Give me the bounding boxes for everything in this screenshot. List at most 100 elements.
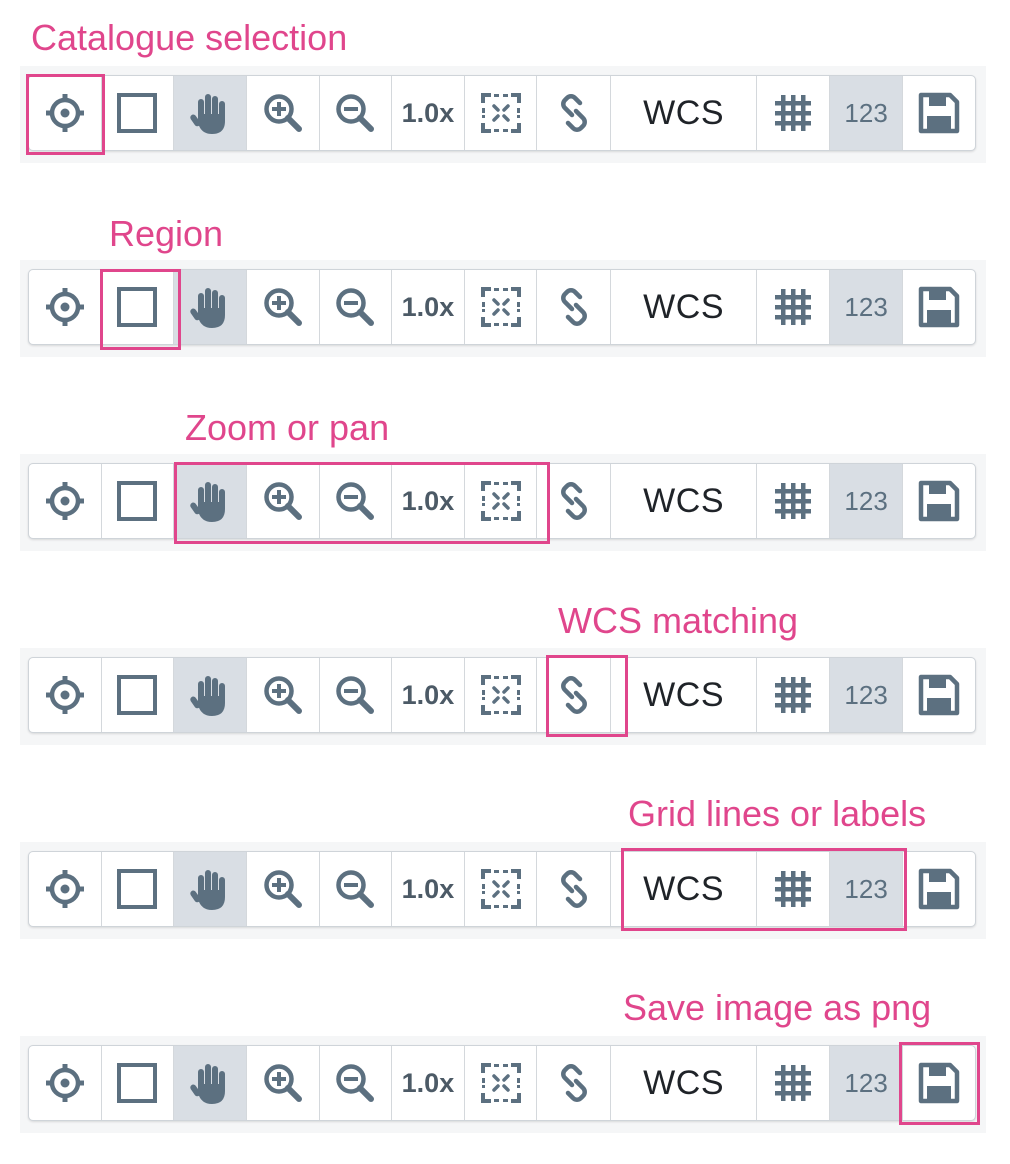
catalogue-button[interactable] — [29, 852, 102, 926]
zoom-fit-button[interactable] — [465, 76, 538, 150]
zoom-reset-button[interactable]: 1.0x — [392, 1046, 465, 1120]
coordinate-system-button[interactable]: WCS — [611, 270, 758, 344]
floppy-disk-icon — [918, 480, 960, 522]
grid-labels-button[interactable]: 123 — [829, 1046, 904, 1120]
catalogue-button[interactable] — [29, 270, 102, 344]
coordinate-system-button[interactable]: WCS — [611, 76, 758, 150]
zoom-out-button[interactable] — [320, 658, 393, 732]
zoom-reset-button[interactable]: 1.0x — [392, 464, 465, 538]
image-toolbar: 1.0x WCS 123 — [28, 851, 976, 927]
catalogue-button[interactable] — [29, 76, 102, 150]
fit-frame-icon — [480, 481, 521, 521]
caption: Save image as png — [623, 987, 932, 1028]
zoom-in-button[interactable] — [247, 1046, 320, 1120]
export-button[interactable] — [903, 464, 975, 538]
section-zoom-or-pan: Zoom or pan 1.0x WCS — [0, 388, 1010, 582]
grid-lines-button[interactable] — [757, 1046, 830, 1120]
coordinate-system-button[interactable]: WCS — [611, 658, 758, 732]
zoom-out-button[interactable] — [320, 852, 393, 926]
catalogue-button[interactable] — [29, 1046, 102, 1120]
pan-button[interactable] — [174, 270, 247, 344]
zoom-fit-button[interactable] — [465, 1046, 538, 1120]
square-icon — [117, 869, 158, 909]
coordinate-system-button[interactable]: WCS — [611, 464, 758, 538]
pan-button[interactable] — [174, 464, 247, 538]
grid-labels-button[interactable]: 123 — [829, 852, 904, 926]
zoom-in-button[interactable] — [247, 270, 320, 344]
region-button[interactable] — [102, 464, 175, 538]
catalogue-button[interactable] — [29, 658, 102, 732]
grid-lines-button[interactable] — [757, 852, 830, 926]
hand-icon — [190, 288, 226, 328]
wcs-match-button[interactable] — [537, 658, 611, 732]
region-button[interactable] — [102, 852, 175, 926]
grid-labels-button[interactable]: 123 — [829, 464, 904, 538]
section-grid-lines-or-labels: Grid lines or labels 1.0x WCS — [0, 776, 1010, 970]
zoom-reset-button[interactable]: 1.0x — [392, 658, 465, 732]
grid-labels-label: 123 — [844, 679, 888, 710]
zoom-reset-button[interactable]: 1.0x — [392, 270, 465, 344]
caption: Region — [109, 213, 224, 254]
zoom-fit-button[interactable] — [465, 464, 538, 538]
region-button[interactable] — [102, 1046, 175, 1120]
link-icon — [560, 870, 587, 908]
grid-labels-button[interactable]: 123 — [829, 658, 904, 732]
grid-lines-button[interactable] — [757, 270, 830, 344]
zoom-out-button[interactable] — [320, 1046, 393, 1120]
zoom-reset-label: 1.0x — [401, 1067, 455, 1098]
square-icon — [117, 93, 158, 133]
square-icon — [117, 481, 158, 521]
pan-button[interactable] — [174, 1046, 247, 1120]
grid-icon — [775, 289, 811, 325]
zoom-out-button[interactable] — [320, 270, 393, 344]
zoom-fit-button[interactable] — [465, 852, 538, 926]
export-button[interactable] — [903, 1046, 975, 1120]
region-button[interactable] — [102, 658, 175, 732]
zoom-in-button[interactable] — [247, 658, 320, 732]
grid-lines-button[interactable] — [757, 464, 830, 538]
export-button[interactable] — [903, 270, 975, 344]
zoom-fit-button[interactable] — [465, 270, 538, 344]
zoom-out-icon — [336, 1064, 375, 1102]
zoom-in-button[interactable] — [247, 464, 320, 538]
grid-labels-button[interactable]: 123 — [829, 270, 904, 344]
zoom-in-icon — [263, 1064, 302, 1102]
crosshair-icon — [45, 870, 84, 908]
pan-button[interactable] — [174, 852, 247, 926]
grid-lines-button[interactable] — [757, 658, 830, 732]
region-button[interactable] — [102, 270, 175, 344]
grid-labels-label: 123 — [844, 1067, 888, 1098]
zoom-reset-label: 1.0x — [401, 485, 455, 516]
zoom-reset-button[interactable]: 1.0x — [392, 852, 465, 926]
pan-button[interactable] — [174, 76, 247, 150]
zoom-reset-button[interactable]: 1.0x — [392, 76, 465, 150]
fit-frame-icon — [480, 1063, 521, 1103]
wcs-match-button[interactable] — [537, 76, 611, 150]
catalogue-button[interactable] — [29, 464, 102, 538]
grid-lines-button[interactable] — [757, 76, 830, 150]
export-button[interactable] — [903, 76, 975, 150]
image-toolbar: 1.0x WCS 123 — [28, 269, 976, 345]
zoom-out-button[interactable] — [320, 76, 393, 150]
image-toolbar: 1.0x WCS 123 — [28, 1045, 976, 1121]
pan-button[interactable] — [174, 658, 247, 732]
export-button[interactable] — [903, 852, 975, 926]
zoom-in-icon — [263, 676, 302, 714]
zoom-in-button[interactable] — [247, 76, 320, 150]
grid-labels-button[interactable]: 123 — [829, 76, 904, 150]
grid-icon — [775, 95, 811, 131]
zoom-out-button[interactable] — [320, 464, 393, 538]
region-button[interactable] — [102, 76, 175, 150]
coordinate-system-button[interactable]: WCS — [611, 852, 758, 926]
coordinate-system-button[interactable]: WCS — [611, 1046, 758, 1120]
wcs-match-button[interactable] — [537, 464, 611, 538]
zoom-fit-button[interactable] — [465, 658, 538, 732]
link-icon — [560, 482, 587, 520]
grid-icon — [775, 1065, 811, 1101]
hand-icon — [190, 94, 226, 134]
wcs-match-button[interactable] — [537, 270, 611, 344]
wcs-match-button[interactable] — [537, 1046, 611, 1120]
wcs-match-button[interactable] — [537, 852, 611, 926]
zoom-in-button[interactable] — [247, 852, 320, 926]
export-button[interactable] — [903, 658, 975, 732]
